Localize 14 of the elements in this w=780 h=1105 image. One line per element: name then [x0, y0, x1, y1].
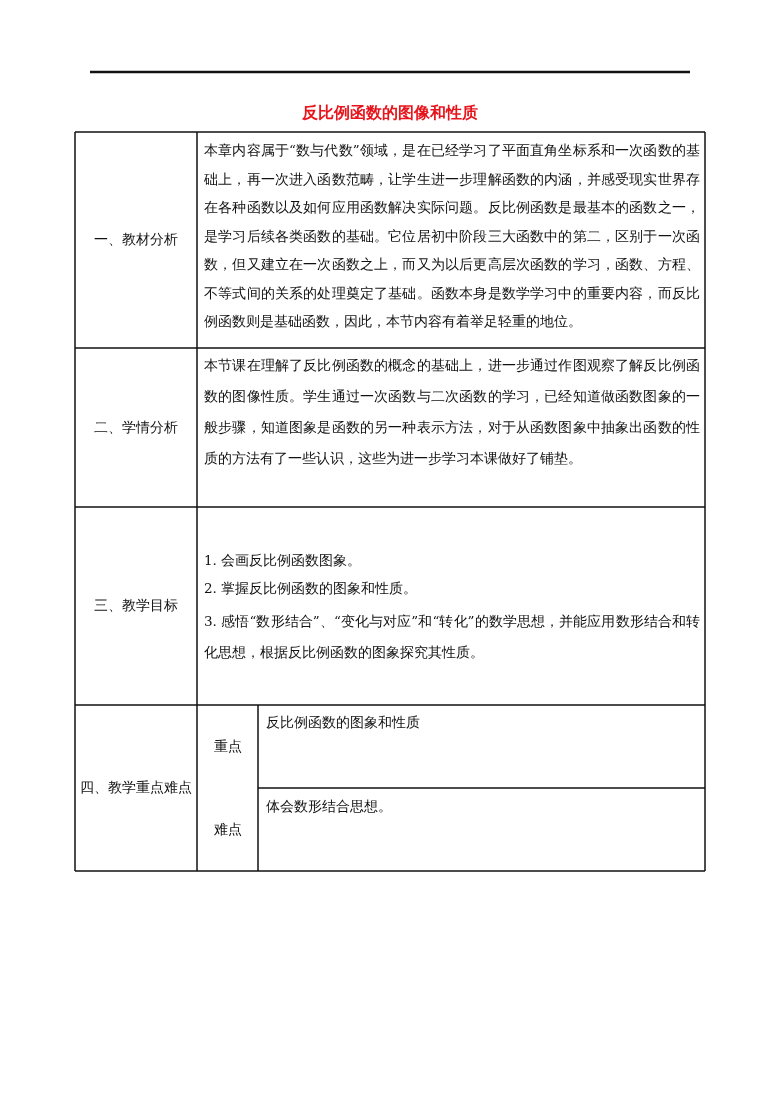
row-heading: 四、教学重点难点	[79, 778, 193, 797]
cell-text: 体会数形结合思想。	[266, 797, 393, 816]
list-item: 2. 掌握反比例函数的图象和性质。	[204, 579, 419, 598]
paragraph: 本节课在理解了反比例函数的概念的基础上，进一步通过作图观察了解反比例函数的图像性质。学生通过一次函数与二次函数的学习，已经知道做函数图象的一般步骤，知道图象是函数的另一种表示方法，对于从函数图象中抽象出函数的性质的方法有了一些认识，这些为进一步学习本课做好了铺垫。	[204, 356, 700, 468]
title: 反比例函数的图像和性质	[301, 101, 479, 124]
sub-heading: 重点	[212, 736, 243, 756]
row-heading: 三、教学目标	[93, 596, 179, 615]
paragraph: 本章内容属于“数与代数”领域，是在已经学习了平面直角坐标系和一次函数的基础上，再一次进入函数范畴，让学生进一步理解函数的内涵，并感受现实世界存在各种函数以及如何应用函数解决实际问题。反比例函数是最基本的函数之一，是学习后续各类函数的基础。它位居初中阶段三大函数中的第二，区别于一次函数，但又建立在一次函数之上，而又为以后更高层次函数的学习，函数、方程、不等式间的关系的处理奠定了基础。函数本身是数学学习中的重要内容，而反比例函数则是基础函数，因此，本节内容有着举足轻重的地位。	[204, 141, 700, 331]
cell-text: 反比例函数的图象和性质	[266, 713, 421, 732]
sub-heading: 难点	[212, 819, 243, 839]
row-heading: 二、学情分析	[93, 417, 179, 437]
list-item: 3. 感悟“数形结合”、“变化与对应”和“转化”的数学思想，并能应用数形结合和转化思想，根据反比例函数的图象探究其性质。	[204, 612, 700, 662]
row-heading: 一、教材分析	[93, 230, 179, 249]
list-item: 1. 会画反比例函数图象。	[204, 551, 363, 570]
